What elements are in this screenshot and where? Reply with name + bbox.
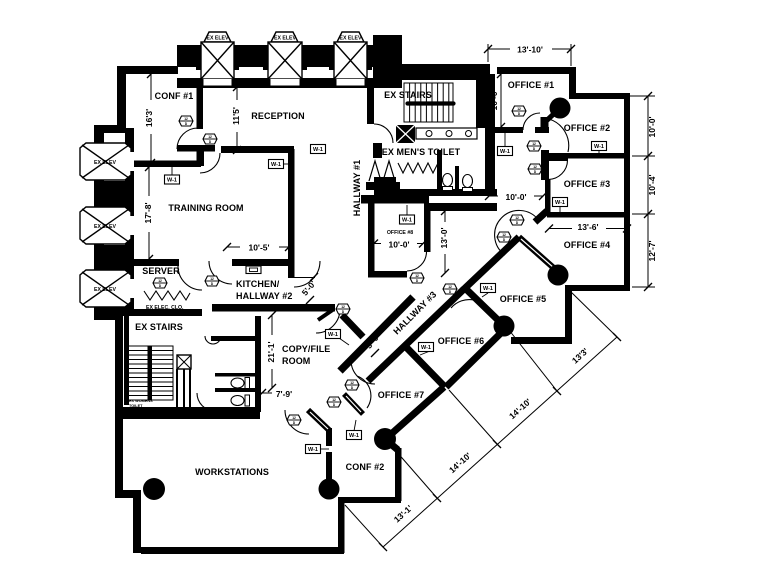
svg-text:TRAINING ROOM: TRAINING ROOM bbox=[168, 203, 243, 213]
svg-text:EX MEN'S TOILET: EX MEN'S TOILET bbox=[382, 147, 461, 157]
svg-text:13'-6': 13'-6' bbox=[577, 222, 598, 232]
svg-text:EX STAIRS: EX STAIRS bbox=[384, 90, 432, 100]
svg-text:10'-4': 10'-4' bbox=[647, 174, 657, 195]
svg-text:11'5': 11'5' bbox=[231, 107, 241, 125]
svg-text:TOILET: TOILET bbox=[129, 404, 143, 408]
svg-text:EX ELEV: EX ELEV bbox=[94, 224, 116, 230]
svg-text:13'-0': 13'-0' bbox=[439, 227, 449, 248]
svg-text:HALLWAY #2: HALLWAY #2 bbox=[236, 291, 293, 301]
svg-text:EX ELEV: EX ELEV bbox=[340, 36, 362, 42]
svg-text:EX WOMENS: EX WOMENS bbox=[129, 399, 153, 403]
svg-text:OFFICE #3: OFFICE #3 bbox=[564, 179, 610, 189]
svg-text:10'-0': 10'-0' bbox=[647, 116, 657, 137]
svg-text:13'-10': 13'-10' bbox=[517, 45, 543, 55]
svg-text:12'-7': 12'-7' bbox=[647, 240, 657, 261]
svg-text:17'-8': 17'-8' bbox=[143, 202, 153, 223]
svg-text:OFFICE #5: OFFICE #5 bbox=[500, 294, 546, 304]
svg-text:21'-1': 21'-1' bbox=[266, 341, 276, 362]
svg-text:OFFICE #4: OFFICE #4 bbox=[564, 240, 610, 250]
svg-text:16'3': 16'3' bbox=[144, 109, 154, 127]
svg-text:EX ELEV: EX ELEV bbox=[207, 36, 229, 42]
svg-text:10'-5': 10'-5' bbox=[248, 243, 269, 253]
svg-text:EX ELEV: EX ELEV bbox=[94, 160, 116, 166]
svg-text:EX ELEV: EX ELEV bbox=[94, 287, 116, 293]
svg-text:ROOM: ROOM bbox=[282, 356, 310, 366]
svg-text:RECEPTION: RECEPTION bbox=[251, 111, 304, 121]
svg-text:CONF #2: CONF #2 bbox=[346, 462, 385, 472]
svg-text:SERVER: SERVER bbox=[142, 266, 180, 276]
svg-text:OFFICE #8: OFFICE #8 bbox=[387, 230, 413, 236]
svg-text:OFFICE #1: OFFICE #1 bbox=[508, 80, 554, 90]
svg-text:10'-0': 10'-0' bbox=[388, 240, 409, 250]
svg-text:OFFICE #2: OFFICE #2 bbox=[564, 123, 610, 133]
svg-text:10'-0': 10'-0' bbox=[489, 89, 499, 110]
svg-text:WORKSTATIONS: WORKSTATIONS bbox=[195, 467, 269, 477]
svg-text:7'-9': 7'-9' bbox=[276, 389, 292, 399]
svg-text:EX STAIRS: EX STAIRS bbox=[135, 322, 183, 332]
svg-text:COPY/FILE: COPY/FILE bbox=[282, 344, 330, 354]
svg-text:10'-0': 10'-0' bbox=[505, 192, 526, 202]
svg-text:KITCHEN/: KITCHEN/ bbox=[236, 279, 280, 289]
svg-text:HALLWAY #1: HALLWAY #1 bbox=[352, 160, 362, 217]
svg-text:CONF #1: CONF #1 bbox=[155, 91, 194, 101]
svg-text:EX ELEV: EX ELEV bbox=[274, 36, 296, 42]
svg-text:OFFICE #6: OFFICE #6 bbox=[438, 336, 484, 346]
svg-text:OFFICE #7: OFFICE #7 bbox=[378, 390, 424, 400]
svg-text:EX ELEC. CLO.: EX ELEC. CLO. bbox=[146, 305, 184, 311]
